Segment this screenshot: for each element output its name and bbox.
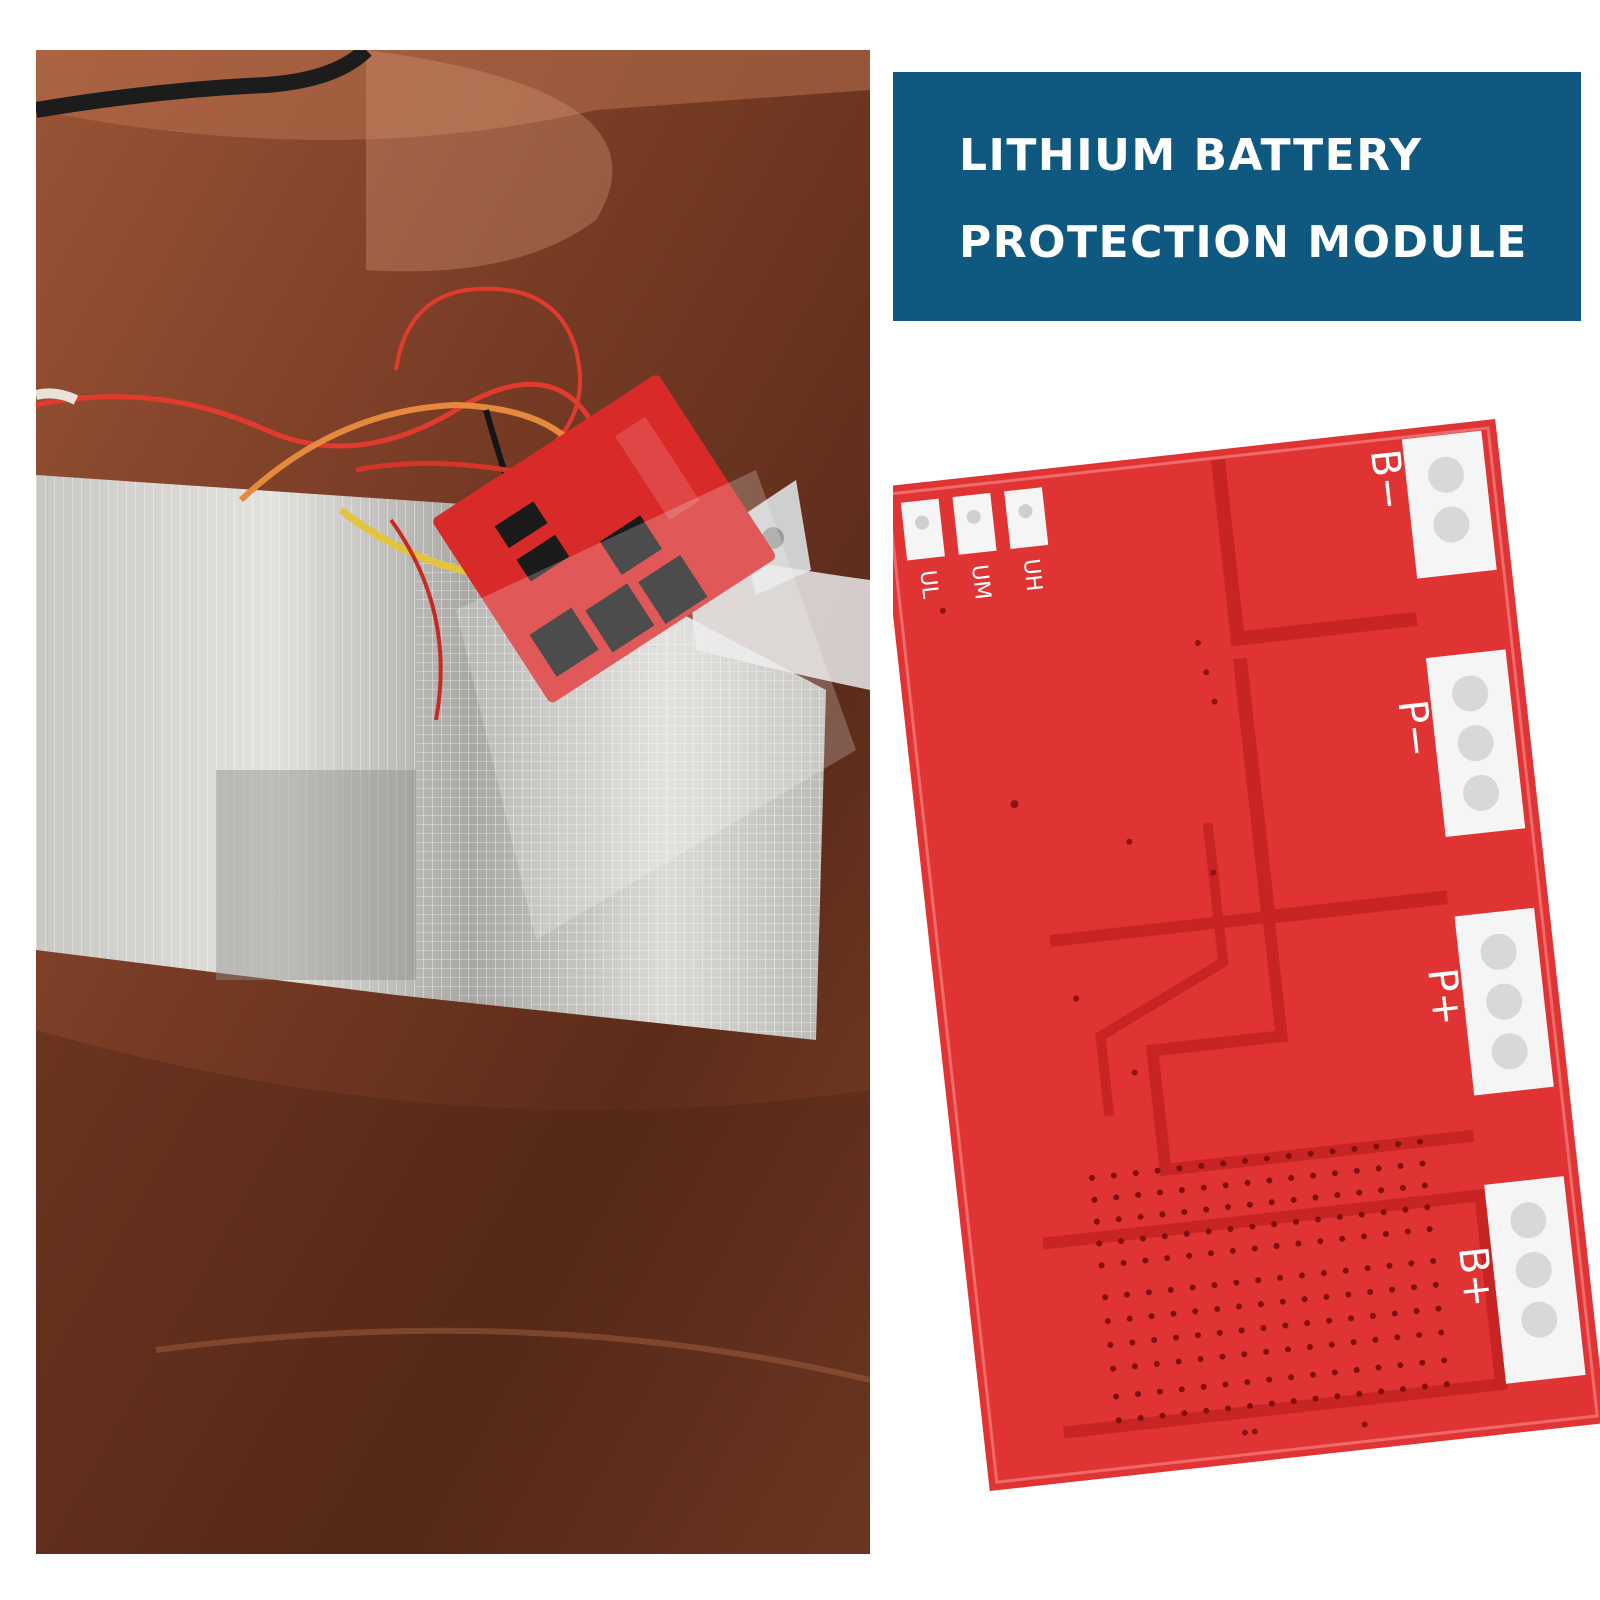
- pcb-illustration: UL UM UH B− P− P+ B+: [893, 419, 1600, 1491]
- title-line-1: LITHIUM BATTERY: [959, 130, 1423, 181]
- via-field: [1088, 1138, 1450, 1424]
- terminal-label-p-plus: P+: [1418, 966, 1470, 1028]
- terminal-label-b-plus: B+: [1449, 1244, 1501, 1310]
- photo-illustration: [36, 50, 870, 1554]
- pcb-product-image: UL UM UH B− P− P+ B+: [893, 400, 1600, 1500]
- pad-label-ul: UL: [914, 569, 942, 601]
- small-pad-group: [900, 487, 1049, 561]
- installed-module-photo: [36, 50, 870, 1554]
- pcb-board: [893, 419, 1600, 1491]
- pad-label-uh: UH: [1018, 558, 1046, 593]
- pad-label-um: UM: [966, 563, 995, 601]
- title-line-2: PROTECTION MODULE: [959, 217, 1528, 268]
- title-banner: LITHIUM BATTERY PROTECTION MODULE: [893, 72, 1581, 321]
- terminal-label-p-minus: P−: [1389, 697, 1441, 759]
- terminal-label-b-minus: B−: [1361, 447, 1413, 513]
- terminal-pad-b-minus: [1401, 430, 1497, 579]
